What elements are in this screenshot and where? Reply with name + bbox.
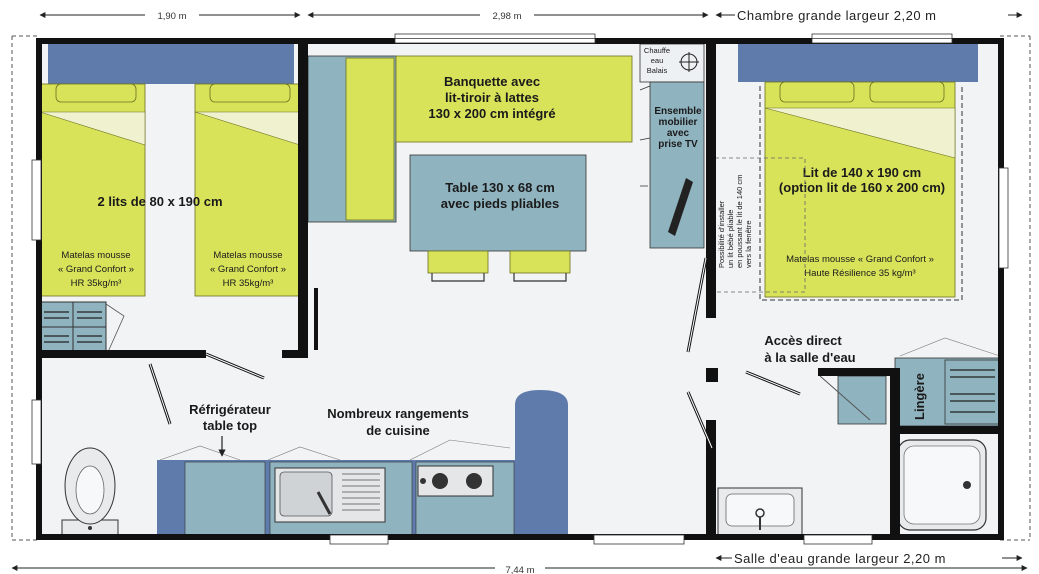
dim-middle-width: 2,98 m — [492, 11, 521, 22]
stools — [427, 250, 571, 282]
sofa-label-line2: lit-tiroir à lattes — [445, 90, 539, 105]
baby-note-line3: en poussant le lit de 140 cm — [735, 175, 744, 268]
storage-label-line1: Nombreux rangements — [327, 406, 469, 421]
mattress-right-line1: Matelas mousse — [213, 250, 282, 261]
bathroom: Accès direct à la salle d'eau Lingère — [717, 333, 1004, 537]
tv-label-line2: mobilier — [659, 117, 698, 128]
bath-access-line2: à la salle d'eau — [764, 350, 855, 365]
outer-dashed-outline — [11, 35, 1031, 541]
dim-bedroom-width: Chambre grande largeur 2,20 m — [737, 8, 937, 23]
twin-beds-label: 2 lits de 80 x 190 cm — [97, 194, 222, 209]
dining-table — [409, 154, 587, 252]
table-label-line2: avec pieds pliables — [441, 196, 560, 211]
sofa-label-line3: 130 x 200 cm intégré — [428, 106, 555, 121]
kitchen-counter-corner — [515, 390, 568, 538]
table-label-line1: Table 130 x 68 cm — [445, 180, 555, 195]
mattress-right-line2: « Grand Confort » — [210, 264, 286, 275]
storage-label-line2: de cuisine — [366, 423, 430, 438]
double-mattress-line2: Haute Résilience 35 kg/m³ — [804, 268, 915, 279]
mattress-left-line2: « Grand Confort » — [58, 264, 134, 275]
tv-icon — [668, 178, 693, 236]
double-mattress-line1: Matelas mousse « Grand Confort » — [786, 254, 934, 265]
heater-label-line1: Chauffe — [644, 46, 670, 55]
double-bed-label-line2: (option lit de 160 x 200 cm) — [779, 180, 945, 195]
dim-bathroom-width: Salle d'eau grande largeur 2,20 m — [734, 551, 946, 566]
heater-label-line2: eau — [651, 56, 664, 65]
bench-seat-back — [395, 55, 633, 143]
left-bedroom: 2 lits de 80 x 190 cm Matelas mousse « G… — [39, 44, 301, 353]
mattress-left-line1: Matelas mousse — [61, 250, 130, 261]
linen-label: Lingère — [912, 373, 927, 420]
baby-note-line4: vers la fenêtre — [744, 220, 753, 268]
baby-bed-note: Possibilité d'installer un lit bébé plia… — [717, 175, 753, 268]
fridge-label-line2: table top — [203, 418, 257, 433]
tv-label-line1: Ensemble — [654, 106, 702, 117]
baby-note-line1: Possibilité d'installer — [717, 200, 726, 268]
tv-label-line4: prise TV — [658, 139, 698, 150]
windows — [31, 33, 1009, 545]
right-bedroom: Lit de 140 x 190 cm (option lit de 160 x… — [714, 44, 978, 301]
pillow-2 — [209, 83, 291, 103]
sofa-label-line1: Banquette avec — [444, 74, 540, 89]
heater-label-line3: Balais — [647, 66, 668, 75]
double-bed-label-line1: Lit de 140 x 190 cm — [803, 165, 922, 180]
baby-note-line2: un lit bébé pliable — [726, 210, 735, 268]
dim-left-width: 1,90 m — [157, 11, 186, 22]
bath-access-line1: Accès direct — [764, 333, 842, 348]
fridge-label-line1: Réfrigérateur — [189, 402, 271, 417]
shower-drain-icon — [963, 481, 971, 489]
pillow-1 — [55, 83, 137, 103]
tv-label-line3: avec — [667, 128, 690, 139]
headboard-left — [48, 44, 294, 84]
living-area: Banquette avec lit-tiroir à lattes 130 x… — [157, 43, 705, 538]
mattress-right-line3: HR 35kg/m³ — [223, 278, 274, 289]
headboard-right — [738, 44, 978, 82]
dim-total-length: 7,44 m — [505, 565, 534, 574]
fridge — [184, 461, 266, 537]
toilet — [61, 447, 119, 537]
dimension-lines: 1,90 m 2,98 m Chambre grande largeur 2,2… — [11, 7, 1028, 574]
mattress-left-line3: HR 35kg/m³ — [71, 278, 122, 289]
